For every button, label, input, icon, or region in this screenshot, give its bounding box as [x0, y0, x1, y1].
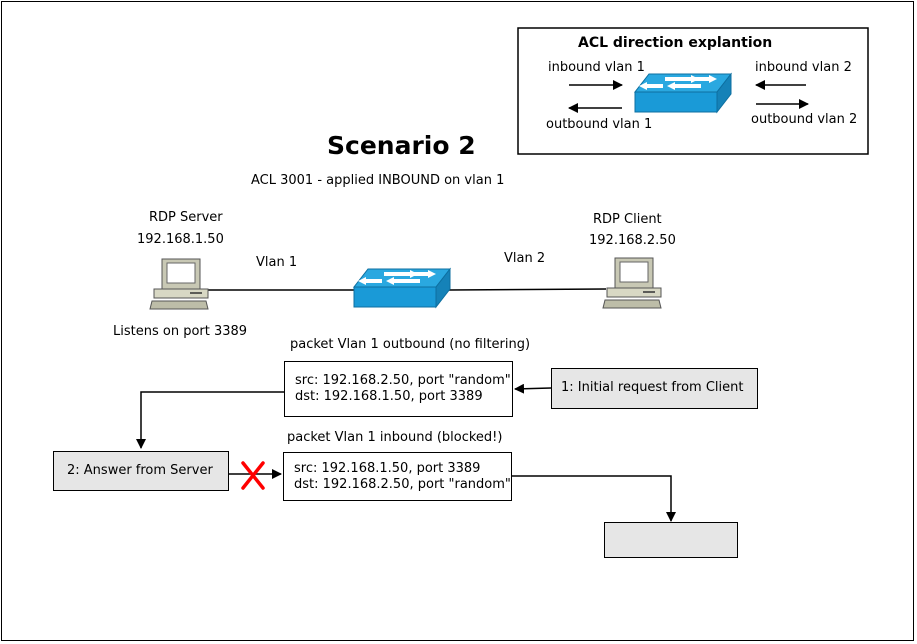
vlan2-label: Vlan 2: [504, 251, 546, 266]
packet-inbound-dst: dst: 192.168.2.50, port "random": [294, 477, 511, 492]
legend-inbound-vlan2: inbound vlan 2: [755, 60, 852, 75]
packet-inbound-src: src: 192.168.1.50, port 3389: [294, 461, 481, 476]
legend-inbound-vlan1: inbound vlan 1: [548, 60, 645, 75]
client-ip: 192.168.2.50: [589, 233, 676, 248]
legend-heading: ACL direction explantion: [578, 35, 773, 51]
server-note: Listens on port 3389: [113, 324, 248, 339]
step2-box: 2: Answer from Server: [53, 451, 229, 491]
flow-arrow-to-server: [136, 391, 284, 449]
client-name: RDP Client: [593, 212, 662, 227]
packet-outbound-box: src: 192.168.2.50, port "random" dst: 19…: [284, 361, 513, 417]
step2-label: 2: Answer from Server: [67, 463, 213, 478]
packet-outbound-src: src: 192.168.2.50, port "random": [295, 373, 511, 388]
acl-subtitle: ACL 3001 - applied INBOUND on vlan 1: [251, 173, 505, 188]
server-ip: 192.168.1.50: [137, 232, 224, 247]
step1-label: 1: Initial request from Client: [561, 380, 744, 395]
legend-outbound-vlan1: outbound vlan 1: [546, 117, 653, 132]
vlan2-link: [448, 288, 607, 291]
computer-icon: [602, 257, 662, 309]
step1-box: 1: Initial request from Client: [551, 368, 758, 409]
flow-arrow-to-empty-box: [512, 475, 676, 522]
legend-outbound-vlan2: outbound vlan 2: [751, 112, 858, 127]
step3-box: [604, 522, 738, 558]
packet-inbound-box: src: 192.168.1.50, port 3389 dst: 192.16…: [283, 452, 512, 501]
switch-icon: [353, 268, 451, 308]
page-title: Scenario 2: [327, 131, 476, 160]
packet-outbound-label: packet Vlan 1 outbound (no filtering): [290, 337, 531, 352]
packet-outbound-dst: dst: 192.168.1.50, port 3389: [295, 389, 483, 404]
vlan1-label: Vlan 1: [256, 255, 298, 270]
server-name: RDP Server: [149, 210, 223, 225]
packet-inbound-label: packet Vlan 1 inbound (blocked!): [287, 430, 503, 445]
blocked-x-icon: [241, 461, 265, 490]
switch-icon: [634, 73, 732, 113]
computer-icon: [149, 258, 209, 310]
flow-arrow-step1: [514, 383, 552, 394]
legend-box: [517, 27, 869, 155]
